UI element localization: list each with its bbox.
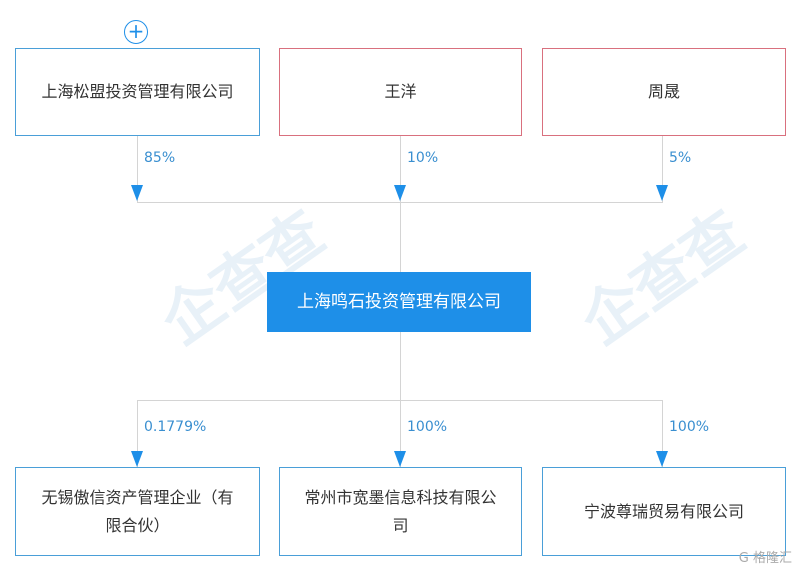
connector <box>137 400 138 467</box>
connector <box>400 136 401 272</box>
investment-node[interactable]: 宁波尊瑞贸易有限公司 <box>542 467 786 556</box>
connector <box>137 202 663 203</box>
percent-label: 10% <box>407 150 439 166</box>
connector <box>662 400 663 467</box>
arrow-down-icon <box>656 451 668 467</box>
shareholder-node[interactable]: 王洋 <box>279 48 522 136</box>
connector <box>137 136 138 202</box>
node-label: 王洋 <box>384 82 417 101</box>
arrow-down-icon <box>131 185 143 201</box>
arrow-down-icon <box>131 451 143 467</box>
percent-label: 85% <box>144 150 176 166</box>
node-label: 无锡傲信资产管理企业（有限合伙） <box>41 487 234 535</box>
arrow-down-icon <box>394 185 406 201</box>
percent-label: 100% <box>407 419 448 435</box>
center-company-node[interactable]: 上海鸣石投资管理有限公司 <box>267 272 531 332</box>
percent-label: 5% <box>669 150 692 166</box>
connector <box>662 136 663 202</box>
node-label: 周晟 <box>647 82 680 101</box>
node-label: 上海松盟投资管理有限公司 <box>41 82 234 101</box>
arrow-down-icon <box>656 185 668 201</box>
connector <box>137 400 663 401</box>
gelonghui-logo: G 格隆汇 <box>738 551 792 566</box>
expand-icon[interactable]: + <box>124 20 148 44</box>
node-label: 宁波尊瑞贸易有限公司 <box>583 501 744 521</box>
node-label: 常州市宽墨信息科技有限公司 <box>304 487 497 535</box>
percent-label: 0.1779% <box>144 419 207 435</box>
shareholder-node[interactable]: 上海松盟投资管理有限公司 <box>15 48 260 136</box>
shareholder-node[interactable]: 周晟 <box>542 48 786 136</box>
node-label: 上海鸣石投资管理有限公司 <box>297 292 501 312</box>
arrow-down-icon <box>394 451 406 467</box>
connector <box>400 332 401 467</box>
percent-label: 100% <box>669 419 710 435</box>
watermark: 企查查 <box>569 197 757 359</box>
investment-node[interactable]: 无锡傲信资产管理企业（有限合伙） <box>15 467 260 556</box>
investment-node[interactable]: 常州市宽墨信息科技有限公司 <box>279 467 522 556</box>
